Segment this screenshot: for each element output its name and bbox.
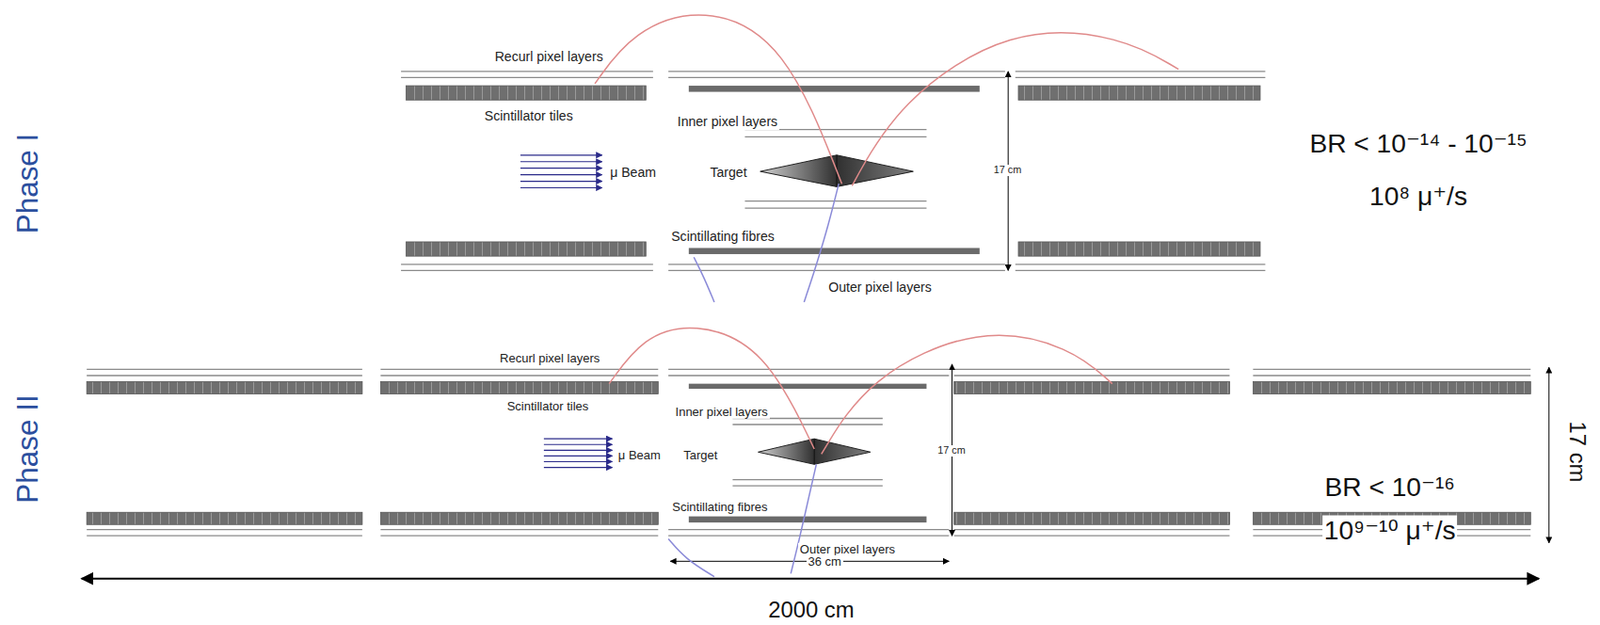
inner-pixel-layer [744, 136, 927, 138]
part-label: Scintillator tiles [505, 399, 592, 413]
inner-pixel-layer [732, 423, 882, 425]
part-label: Inner pixel layers [675, 114, 780, 130]
positron-track [668, 538, 715, 576]
scintillator-tiles [1018, 85, 1261, 100]
dimension-label: 36 cm [806, 555, 844, 569]
electron-track [851, 32, 1179, 186]
muon-beam-arrow [520, 180, 603, 182]
dimension-arrow [81, 577, 1539, 580]
outer-pixel-layer [400, 270, 654, 272]
muon-beam-arrow [544, 444, 613, 446]
recurl-pixel-layer [380, 374, 658, 376]
scintillator-tiles [406, 85, 647, 100]
outer-pixel-layer [668, 270, 1006, 272]
outer-pixel-layer [668, 535, 949, 537]
scintillator-tiles [380, 512, 658, 525]
recurl-pixel-layer [1015, 70, 1266, 72]
outer-pixel-layer [668, 263, 1006, 265]
recurl-pixel-layer [954, 368, 1231, 370]
outer-pixel-layer [86, 528, 363, 530]
part-label: Recurl pixel layers [493, 49, 606, 65]
dimension-label: 17 cm [992, 164, 1024, 176]
electron-track [608, 327, 815, 449]
outer-pixel-layer [954, 535, 1231, 537]
scintillating-fibre [688, 384, 928, 389]
scintillator-tiles [954, 512, 1231, 525]
electron-track [821, 335, 1113, 454]
outer-pixel-layer [668, 528, 949, 530]
recurl-pixel-layer [954, 374, 1231, 376]
part-label: Scintillator tiles [482, 109, 576, 125]
scintillating-fibre [688, 516, 928, 524]
scintillating-fibre [688, 85, 980, 93]
recurl-pixel-layer [400, 70, 654, 72]
part-label: Scintillating fibres [669, 229, 777, 245]
recurl-pixel-layer [400, 77, 654, 79]
recurl-pixel-layer [1252, 374, 1531, 376]
scintillator-tiles [954, 381, 1231, 394]
muon-beam-arrow [544, 449, 613, 451]
electron-track [594, 15, 842, 184]
muon-beam-arrow [520, 167, 603, 169]
recurl-pixel-layer [1015, 77, 1266, 79]
dimension-arrow [1548, 367, 1550, 543]
scintillator-tiles [86, 512, 363, 525]
recurl-pixel-layer [668, 374, 949, 376]
recurl-pixel-layer [668, 77, 1006, 79]
part-label: Scintillating fibres [670, 500, 769, 514]
inner-pixel-layer [732, 479, 882, 480]
outer-pixel-layer [400, 263, 654, 265]
outer-pixel-layer [380, 528, 658, 530]
beam-label: μ Beam [616, 448, 663, 462]
phase-label: Phase II [12, 392, 46, 505]
sensitivity-label: BR < 10⁻¹⁴ - 10⁻¹⁵ [1307, 128, 1529, 158]
scintillator-tiles [406, 241, 647, 256]
scintillator-tiles [86, 381, 363, 394]
scintillator-tiles [380, 381, 658, 394]
positron-track [693, 256, 715, 303]
outer-pixel-layer [380, 535, 658, 537]
recurl-pixel-layer [86, 368, 363, 370]
dimension-label: 17 cm [935, 445, 968, 457]
outer-pixel-layer [1015, 270, 1266, 272]
recurl-pixel-layer [86, 374, 363, 376]
recurl-pixel-layer [1252, 368, 1531, 370]
muon-beam-arrow [544, 438, 613, 440]
part-label: Outer pixel layers [826, 280, 934, 296]
part-label: Recurl pixel layers [497, 351, 602, 365]
outer-pixel-layer [86, 535, 363, 537]
muon-beam-arrow [544, 466, 613, 468]
phase-label: Phase I [12, 131, 46, 237]
beam-label: μ Beam [608, 166, 658, 182]
part-label: Target [707, 166, 749, 182]
part-label: Target [681, 448, 720, 462]
scintillator-tiles [1252, 381, 1531, 394]
muon-beam-arrow [520, 174, 603, 176]
muon-beam-arrow [544, 455, 613, 457]
muon-beam-arrow [544, 461, 613, 463]
inner-pixel-layer [744, 208, 927, 209]
rate-label: 10⁸ μ⁺/s [1367, 181, 1470, 211]
muon-beam-arrow [520, 160, 603, 162]
muon-beam-arrow [520, 154, 603, 156]
part-label: Inner pixel layers [673, 405, 770, 419]
recurl-pixel-layer [668, 368, 949, 370]
outer-pixel-layer [954, 528, 1231, 530]
scintillator-tiles [1018, 241, 1261, 256]
recurl-pixel-layer [380, 368, 658, 370]
target-diamond [758, 438, 871, 464]
dimension-label: 2000 cm [766, 597, 856, 623]
outer-pixel-layer [1015, 263, 1266, 265]
muon-beam-arrow [520, 187, 603, 189]
dimension-label: 17 cm [1565, 419, 1590, 485]
inner-pixel-layer [732, 484, 882, 486]
inner-pixel-layer [744, 200, 927, 202]
rate-label: 10⁹⁻¹⁰ μ⁺/s [1322, 514, 1458, 544]
sensitivity-label: BR < 10⁻¹⁶ [1322, 472, 1456, 502]
recurl-pixel-layer [668, 70, 1006, 72]
scintillating-fibre [688, 247, 980, 255]
